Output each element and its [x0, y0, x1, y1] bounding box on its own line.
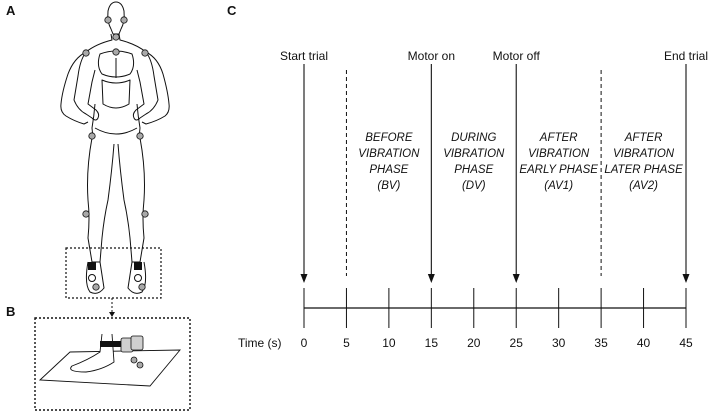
event-label-2: Motor on [407, 49, 456, 63]
marker-sternum [112, 48, 120, 56]
event-label-0: Start trial [279, 49, 329, 63]
phase-label-line: AFTER [624, 132, 663, 144]
panel-b-frame [34, 317, 191, 411]
phase-label-0: BEFORE VIBRATION PHASE (BV) [358, 130, 419, 194]
phase-label-line: (AV1) [544, 180, 574, 192]
toe-marker-left [92, 283, 100, 291]
phase-label-line: BEFORE [365, 132, 413, 144]
time-tick-label-30: 30 [551, 336, 566, 350]
foot-inset-region [65, 247, 162, 317]
phase-label-line: (DV) [461, 180, 486, 192]
time-axis-title: Time (s) [238, 336, 282, 350]
marker-head-right [120, 16, 128, 24]
marker-knee-left [82, 210, 90, 218]
foot-detail-outline [70, 333, 115, 373]
phase-label-line: (AV2) [629, 180, 658, 192]
event-arrowhead-5 [682, 274, 690, 283]
marker-hip-right [136, 132, 144, 140]
phase-label-2: AFTER VIBRATION EARLY PHASE (AV1) [519, 130, 598, 194]
arm-right-outline [132, 51, 159, 121]
hips-outline [91, 103, 141, 139]
toe-marker-right [138, 283, 146, 291]
event-label-3: Motor off [492, 49, 540, 63]
human-figure-drawing [60, 1, 170, 294]
chest-outline [97, 50, 135, 78]
marker-shoulder-right [141, 49, 149, 57]
leg-right-outline [117, 137, 145, 263]
leg-left-outline [87, 137, 115, 263]
event-arrowhead-3 [512, 274, 520, 283]
time-tick-label-0: 0 [300, 336, 308, 350]
phase-label-line: VIBRATION [528, 148, 590, 160]
vibrator-right [134, 262, 142, 270]
foot-marker-detail-1 [130, 356, 138, 364]
marker-hip-left [88, 132, 96, 140]
phase-label-line: (BV) [377, 180, 401, 192]
foot-inset-box [65, 247, 162, 299]
time-tick-label-45: 45 [679, 336, 693, 350]
phase-label-line: AFTER [539, 132, 578, 144]
panel-label-b: B [6, 304, 16, 319]
ankle-marker-left [88, 274, 96, 282]
phase-label-line: EARLY PHASE [519, 164, 598, 176]
ankle-marker-right [134, 274, 142, 282]
panel-label-a: A [6, 3, 16, 18]
phase-label-line: DURING [451, 132, 497, 144]
panel-label-c: C [227, 3, 237, 18]
vibrator-detail-2 [130, 335, 144, 351]
panel-b-inset [34, 317, 191, 411]
torso-outline [60, 33, 170, 125]
time-tick-label-40: 40 [636, 336, 651, 350]
phase-label-line: PHASE [369, 164, 409, 176]
arm-left-outline [73, 51, 100, 121]
foot-marker-detail-2 [136, 361, 144, 369]
phase-label-line: VIBRATION [612, 148, 675, 160]
vibrator-left [88, 262, 96, 270]
floor-plate [38, 349, 181, 387]
phase-label-line: PHASE [454, 164, 494, 176]
time-tick-label-10: 10 [382, 336, 396, 350]
inset-connector-arrowhead [109, 312, 115, 317]
ankle-strap [100, 341, 122, 347]
phase-label-line: VIBRATION [443, 148, 505, 160]
marker-shoulder-left [82, 49, 90, 57]
phase-label-1: DURING VIBRATION PHASE (DV) [443, 130, 504, 194]
head-outline [107, 1, 125, 35]
timeline-diagram [300, 64, 690, 328]
feet-outline [85, 261, 147, 294]
time-tick-label-20: 20 [467, 336, 481, 350]
abdomen-outline [101, 79, 131, 109]
marker-neck [112, 33, 120, 41]
time-tick-label-25: 25 [509, 336, 523, 350]
phase-label-3: AFTER VIBRATION LATER PHASE (AV2) [604, 130, 682, 194]
event-arrowhead-0 [300, 274, 308, 283]
time-tick-label-5: 5 [343, 336, 350, 350]
time-tick-label-15: 15 [424, 336, 439, 350]
marker-dots [82, 16, 149, 218]
phase-label-line: LATER PHASE [604, 164, 683, 176]
marker-head-left [104, 16, 112, 24]
time-tick-label-35: 35 [594, 336, 608, 350]
event-label-5: End trial [663, 49, 708, 63]
event-arrowhead-2 [427, 274, 435, 283]
phase-label-line: VIBRATION [358, 148, 420, 160]
marker-knee-right [141, 210, 149, 218]
